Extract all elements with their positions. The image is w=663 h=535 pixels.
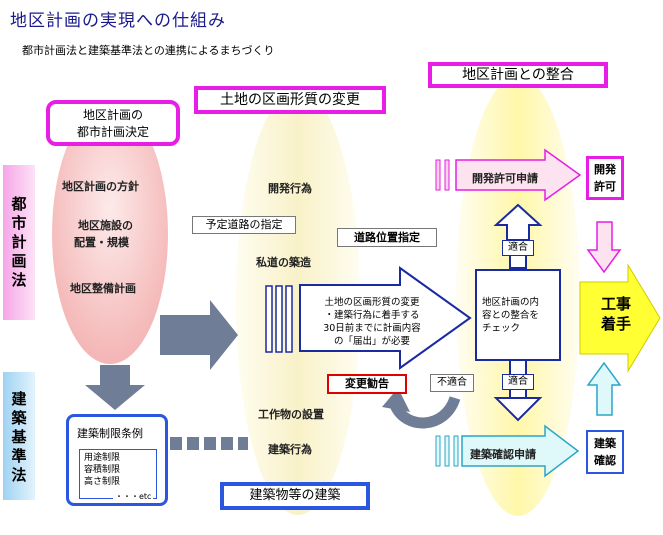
char: 準 [11, 446, 27, 465]
page-subtitle: 都市計画法と建築基準法との連携によるまちづくり [22, 44, 275, 57]
box-henko-kankoku: 変更勧告 [327, 374, 407, 394]
item-kenchiku-koui: 建築行為 [268, 443, 312, 456]
todokede-line: の「届出」が必要 [333, 336, 410, 347]
arrow-kenchiku-kakunin [435, 424, 580, 478]
box-line: 開発 [594, 163, 616, 176]
kouji-line: 工事 [600, 295, 631, 313]
arrow-down-tekigo [493, 397, 543, 422]
char: 計 [11, 233, 27, 251]
text-kenchiku-kakunin-shinsei: 建築確認申請 [470, 448, 536, 461]
header-toshi-keikaku-kettei: 地区計画の 都市計画決定 [46, 100, 180, 146]
box-kenchiku-kakunin: 建築 確認 [586, 430, 624, 474]
char: 建 [11, 389, 27, 408]
box-line: 許可 [594, 180, 616, 193]
label-futekigo: 不適合 [430, 374, 474, 392]
todokede-line: 30日前までに計画内容 [323, 323, 421, 334]
text-kouji-chakushu: 工事 着手 [594, 294, 638, 334]
char: 基 [11, 427, 27, 446]
header-line: 都市計画決定 [76, 125, 149, 139]
text-check: 地区計画の内 容との整合を チェック [482, 296, 556, 335]
curved-return-arrow [389, 395, 461, 429]
item-kousakubutsu: 工作物の設置 [258, 408, 324, 421]
page-title: 地区計画の実現への仕組み [10, 11, 226, 31]
arrow-kaihatsu-kyoka [435, 148, 582, 202]
char: 市 [11, 214, 27, 232]
ellipse-col1 [52, 104, 168, 364]
arrow-down-pink [586, 221, 622, 274]
check-line: 地区計画の内 [482, 297, 540, 308]
side-bar-kenchiku [3, 372, 35, 500]
label-tekigo-bottom: 適合 [502, 374, 534, 390]
arrow-up-tekigo [493, 203, 543, 241]
header-seigou: 地区計画との整合 [428, 62, 608, 88]
check-line: チェック [482, 323, 521, 334]
header-line: 地区計画の [82, 108, 143, 122]
side-bar-toshi [3, 165, 35, 320]
restriction-item: 用途制限 [84, 453, 121, 463]
stripes-todokede [265, 285, 293, 353]
arrow-col1-col2 [160, 300, 238, 370]
restriction-box: 建築制限条例 用途制限 容積制限 高さ制限 ・・・etc [66, 414, 168, 506]
item-seibi-keikaku: 地区整備計画 [70, 282, 136, 295]
label-kenchiku-kijun-hou: 建 築 基 準 法 [3, 378, 35, 496]
check-line: 容との整合を [482, 310, 539, 321]
char: 築 [11, 408, 27, 427]
box-kaihatsu-kyoka: 開発 許可 [586, 156, 624, 200]
arrow-kouji-chakushu [579, 263, 661, 373]
todokede-line: 土地の区画形質の変更 [324, 297, 420, 308]
todokede-text: 土地の区画形質の変更 ・建築行為に着手する 30日前までに計画内容 の「届出」が… [306, 296, 438, 348]
restriction-item: 高さ制限 [84, 477, 121, 487]
item-haichi-kibo: 配置・規模 [74, 236, 129, 249]
ellipse-col2 [236, 89, 360, 515]
todokede-line: ・建築行為に着手する [324, 310, 420, 321]
arrow-up-blue [586, 361, 622, 416]
char: 法 [11, 465, 27, 484]
box-line: 確認 [594, 454, 616, 467]
arrow-todokede [299, 266, 472, 370]
char: 画 [11, 252, 27, 270]
char: 都 [11, 195, 27, 213]
text-kaihatsu-kyoka-shinsei: 開発許可申請 [472, 172, 538, 185]
item-chiku-shisetsu: 地区施設の [78, 219, 133, 232]
curved-return-head [382, 388, 410, 412]
box-line: 建築 [594, 437, 616, 450]
item-kaihatsu-koui: 開発行為 [268, 182, 312, 195]
box-yotei-douro: 予定道路の指定 [192, 216, 296, 234]
label-tekigo-top: 適合 [502, 240, 534, 256]
label-toshi-keikaku-hou: 都 市 計 画 法 [3, 170, 35, 315]
restriction-title: 建築制限条例 [77, 427, 143, 440]
footer-kenchikubutsu: 建築物等の建築 [220, 482, 370, 510]
char: 法 [11, 271, 27, 289]
kouji-line: 着手 [600, 315, 631, 333]
arrow-col1-down [85, 365, 145, 410]
check-box-frame [475, 269, 561, 361]
item-shidou-chikuzou: 私道の築造 [256, 256, 311, 269]
box-douro-ichi-shitei: 道路位置指定 [337, 228, 437, 247]
header-kukaku-keishitsu: 土地の区画形質の変更 [194, 86, 386, 114]
restriction-etc: ・・・etc [113, 491, 154, 502]
item-houshin: 地区計画の方針 [62, 180, 139, 193]
restriction-item: 容積制限 [84, 465, 121, 475]
dashed-arrow-kenchiku [170, 437, 248, 450]
